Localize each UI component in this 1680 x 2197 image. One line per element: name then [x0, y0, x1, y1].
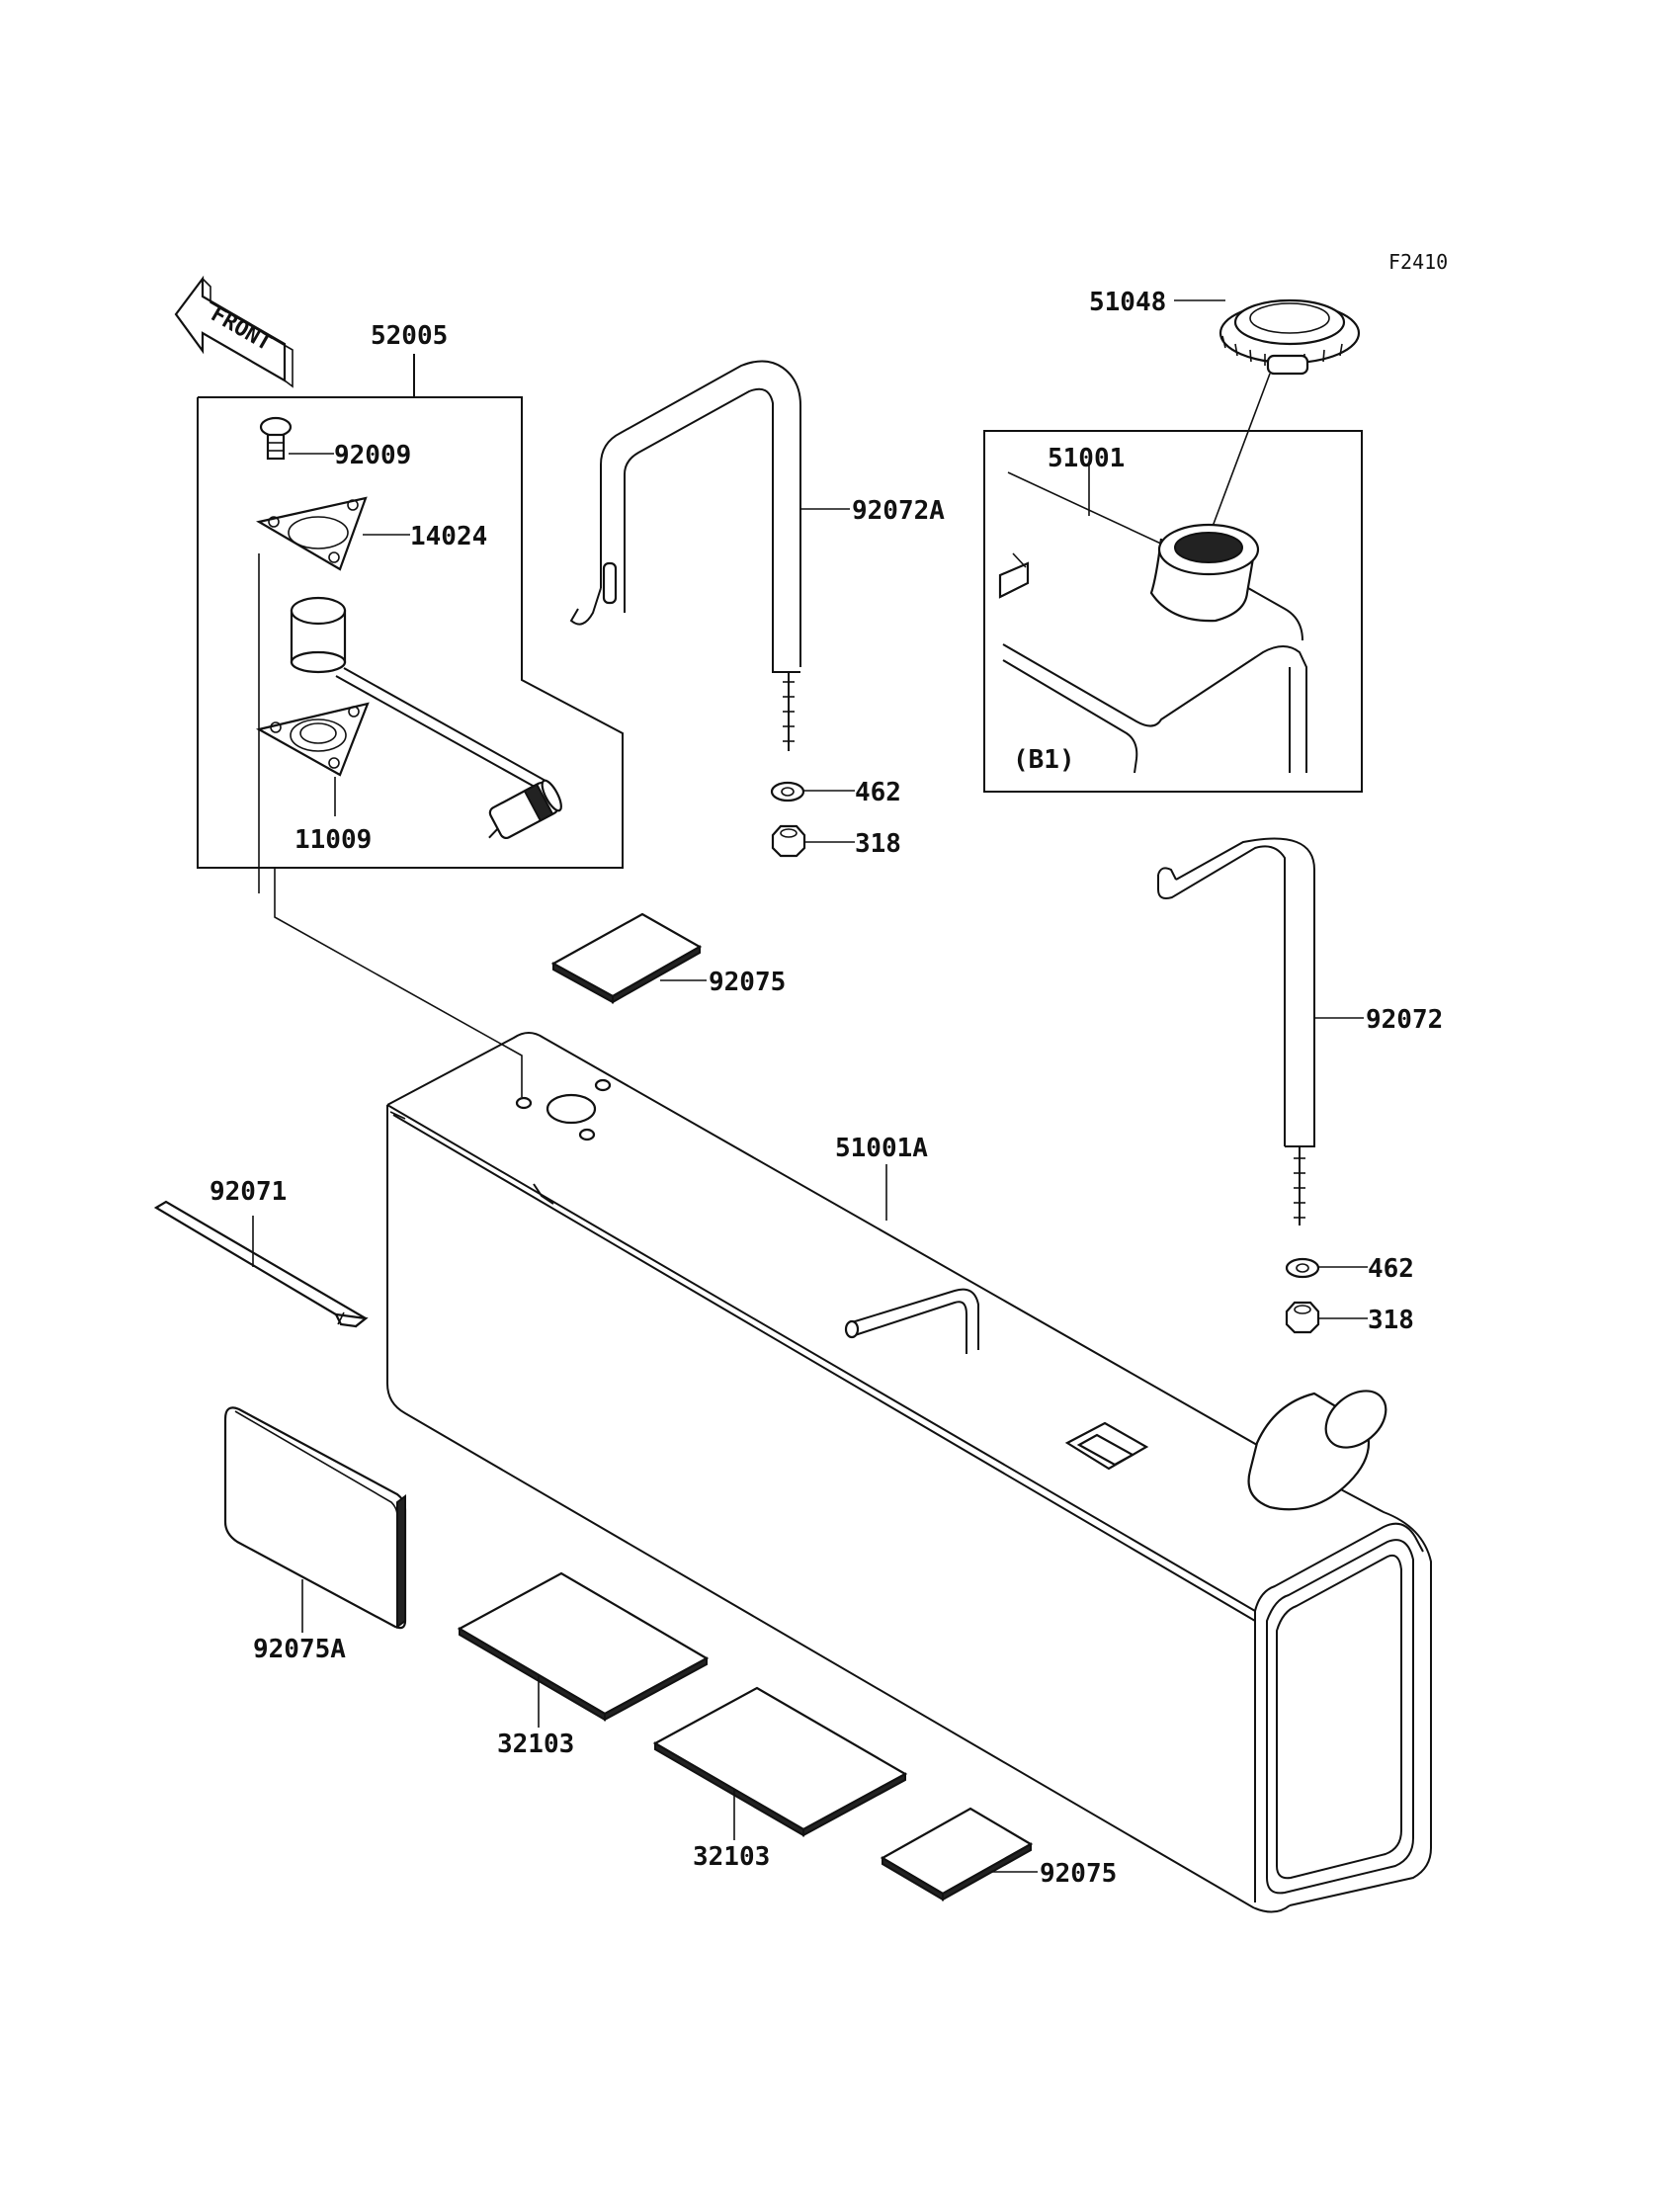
strap-92072A-icon: [569, 360, 801, 751]
pad-92075A-icon: [223, 1406, 407, 1630]
part-label-92075-bottom: 92075: [1040, 1859, 1117, 1889]
filler-neck-icon: [1149, 523, 1260, 623]
pad-32103-b-icon: [652, 1686, 908, 1837]
band-92071-icon: [153, 1200, 369, 1328]
part-label-51001: 51001: [1048, 444, 1125, 473]
washer-462-top-icon: [770, 781, 805, 803]
front-arrow-icon: FRONT: [174, 275, 294, 388]
part-label-92072A: 92072A: [852, 496, 945, 526]
part-label-51001A: 51001A: [835, 1134, 928, 1163]
part-label-92072: 92072: [1366, 1005, 1443, 1035]
part-label-92009: 92009: [334, 441, 411, 470]
part-label-51048: 51048: [1089, 288, 1166, 317]
plate-11009-icon: [256, 702, 370, 777]
pad-92075-bottom-icon: [880, 1807, 1034, 1901]
inset-b1: 51001 (B1): [983, 430, 1363, 793]
strap-92072-icon: [1157, 837, 1315, 1225]
part-label-92075-top: 92075: [709, 968, 786, 997]
part-label-462-top: 462: [855, 778, 901, 807]
pad-32103-a-icon: [457, 1571, 710, 1722]
part-label-32103-a: 32103: [497, 1730, 574, 1759]
gasket-plate-14024-icon: [256, 496, 368, 571]
filler-cap-51048-icon: [1218, 298, 1361, 376]
part-label-92075A: 92075A: [253, 1635, 346, 1664]
part-label-92071: 92071: [210, 1177, 287, 1207]
part-label-52005: 52005: [371, 321, 448, 351]
fuel-gauge-unit-icon: [290, 596, 562, 840]
tank-filler-neck-icon: [1247, 1390, 1387, 1511]
part-label-32103-b: 32103: [693, 1842, 770, 1872]
part-label-462-right: 462: [1368, 1254, 1414, 1284]
washer-462-right-icon: [1285, 1257, 1320, 1279]
assembly-52005: 52005 92009 14024: [197, 321, 624, 1097]
sheet-code: F2410: [1388, 250, 1448, 274]
part-label-14024: 14024: [410, 522, 487, 551]
screw-92009-icon: [259, 416, 293, 461]
inset-label-b1: (B1): [1013, 745, 1075, 775]
part-label-318-top: 318: [855, 829, 901, 859]
part-label-11009: 11009: [294, 825, 372, 855]
pad-92075-top-icon: [550, 912, 703, 1004]
part-label-318-right: 318: [1368, 1306, 1414, 1335]
fuel-tank-51001A-icon: 51001A: [386, 1032, 1432, 1913]
nut-318-right-icon: [1285, 1301, 1320, 1334]
nut-318-top-icon: [771, 824, 806, 858]
